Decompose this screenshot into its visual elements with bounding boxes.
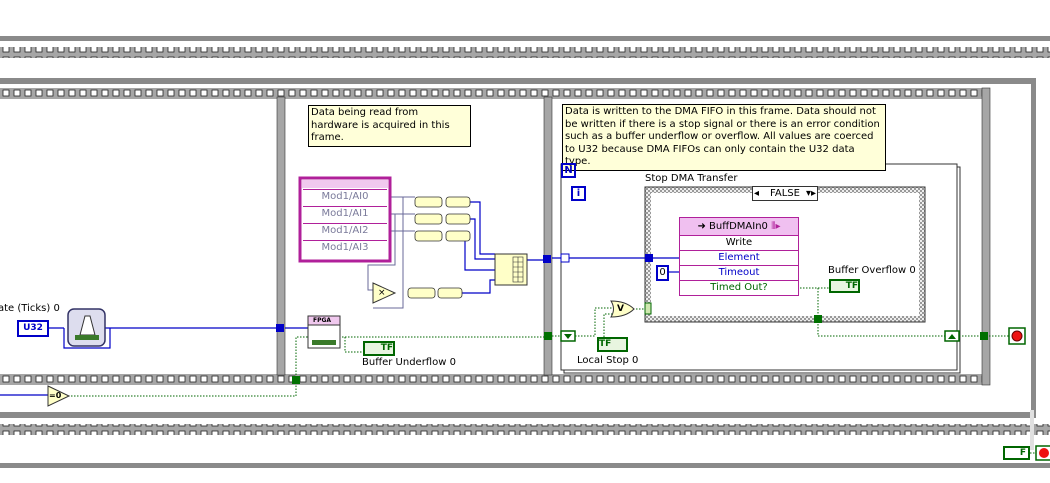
sequence-filmstrip-bottom [0, 374, 990, 385]
multiply-node[interactable] [372, 282, 397, 304]
tunnel-int [543, 255, 551, 263]
case-next-icon[interactable]: ▾▸ [805, 188, 816, 199]
io-node-cluster[interactable] [298, 176, 392, 263]
while-loop-border-right [1031, 78, 1036, 418]
io-channel[interactable]: Mod1/AI2 [303, 223, 387, 238]
outer-sequence-filmstrip [0, 47, 1050, 58]
tunnel-bool [980, 332, 988, 340]
timeout-constant[interactable]: 0 [656, 265, 669, 281]
auto-index-tunnel [560, 253, 570, 263]
case-selector-terminal [644, 302, 652, 315]
u32-constant[interactable]: U32 [17, 320, 49, 337]
frame-divider-1 [276, 96, 286, 376]
wait-label: ate (Ticks) 0 [0, 303, 60, 314]
io-channel[interactable]: Mod1/AI0 [303, 189, 387, 204]
fpga-label: FPGA [313, 317, 332, 324]
buffer-overflow-indicator[interactable]: TF [829, 279, 860, 293]
tunnel-bool [292, 376, 300, 384]
or-gate[interactable] [610, 300, 635, 318]
case-selector-dropdown[interactable]: ◂ FALSE ▾▸ [752, 186, 818, 201]
dma-input-element[interactable]: Element [680, 250, 798, 265]
dma-output-timed-out[interactable]: Timed Out? [680, 280, 798, 295]
local-stop-label: Local Stop 0 [577, 355, 639, 366]
while-loop-border-bottom [0, 412, 1036, 418]
equal-zero-node[interactable] [47, 385, 71, 407]
loop-iteration-terminal: i [571, 186, 586, 201]
fifo-icon: ⦀▸ [767, 221, 781, 232]
dma-fifo-header: ➜ BuffDMAIn0 ⦀▸ [680, 218, 798, 235]
outer-sequence-filmstrip-bottom [0, 424, 1050, 435]
multiply-symbol: × [378, 288, 386, 298]
build-array-node[interactable] [494, 253, 528, 286]
io-channel[interactable]: Mod1/AI1 [303, 206, 387, 221]
while-loop-border-top [0, 78, 1036, 84]
case-selector-value: FALSE [770, 188, 800, 199]
buffer-underflow-label: Buffer Underflow 0 [362, 357, 456, 368]
local-stop-control[interactable]: TF [597, 337, 628, 352]
frame-divider-2 [543, 96, 553, 376]
loop-count-terminal[interactable]: N [561, 163, 576, 178]
bool-f-control[interactable]: F [1003, 446, 1030, 460]
dma-input-timeout[interactable]: Timeout [680, 265, 798, 280]
dma-method: Write [680, 235, 798, 250]
sequence-border-right [981, 87, 991, 386]
arrow-icon: ➜ [697, 221, 710, 232]
case-tunnel [645, 254, 653, 262]
outer-structure-border-bottom [0, 463, 1050, 468]
outer-structure-border [0, 36, 1050, 41]
tunnel-int [276, 324, 284, 332]
dma-fifo-node[interactable]: ➜ BuffDMAIn0 ⦀▸ Write Element Timeout Ti… [679, 217, 799, 296]
sequence-filmstrip-top [0, 88, 990, 99]
comment-acquire: Data being read from hardware is acquire… [308, 105, 471, 147]
case-prev-icon[interactable]: ◂ [754, 188, 760, 199]
io-channel[interactable]: Mod1/AI3 [303, 240, 387, 255]
conversion-nodes [407, 196, 471, 299]
io-channel-list: Mod1/AI0 Mod1/AI1 Mod1/AI2 Mod1/AI3 [303, 189, 387, 259]
dma-fifo-name: BuffDMAIn0 [709, 221, 768, 232]
buffer-underflow-indicator[interactable]: TF [363, 341, 395, 356]
tunnel-bool [544, 332, 552, 340]
or-gate-symbol: V [617, 304, 624, 314]
compare-label: =0 [49, 391, 62, 400]
case-tunnel [814, 315, 822, 323]
int-wires [0, 201, 680, 396]
comment-dma: Data is written to the DMA FIFO in this … [562, 104, 886, 171]
case-structure-label: Stop DMA Transfer [645, 173, 738, 184]
buffer-overflow-label: Buffer Overflow 0 [828, 265, 916, 276]
io-wires [367, 196, 415, 309]
